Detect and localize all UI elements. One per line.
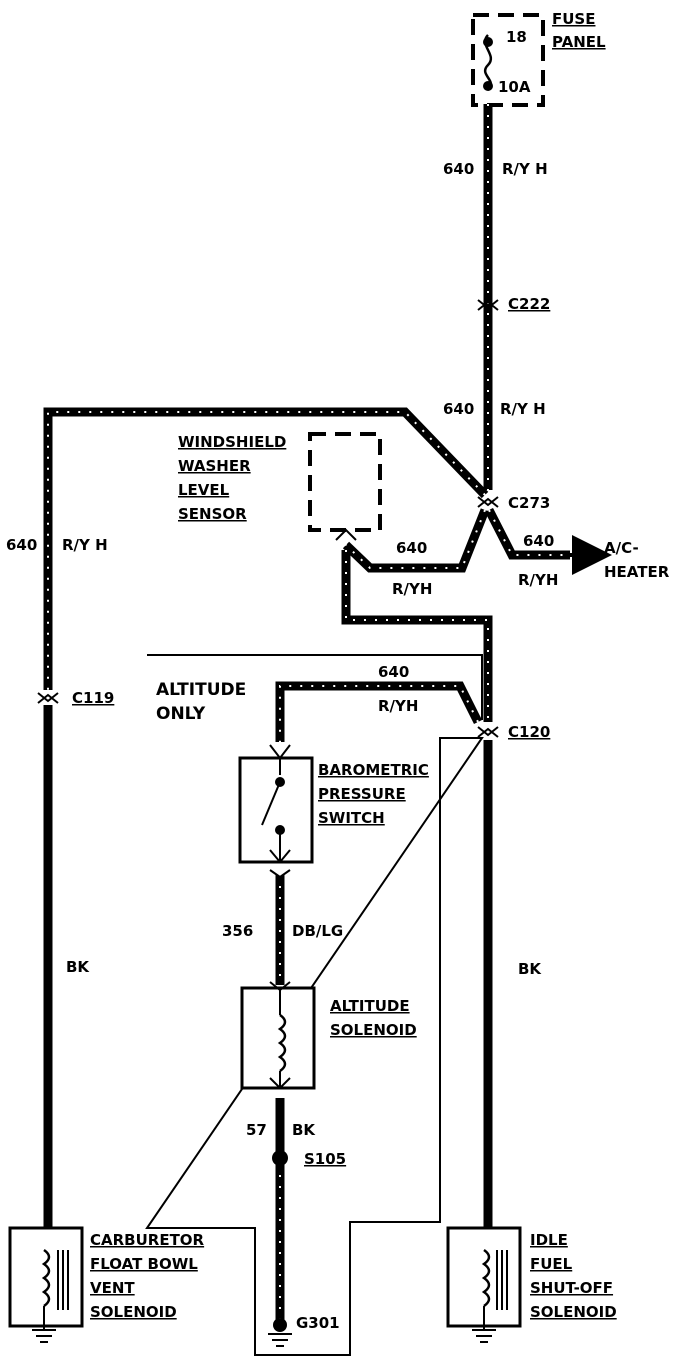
washer-sensor-label: SENSOR	[178, 505, 247, 523]
wire-label-circuit: 640	[523, 532, 554, 550]
splice-label-s105: S105	[304, 1150, 346, 1168]
c273-symbol	[477, 496, 499, 508]
wire-label-circuit: 640	[443, 400, 474, 418]
idle-solenoid-label: SHUT-OFF	[530, 1279, 613, 1297]
barometric-switch	[238, 744, 314, 879]
carb-solenoid-label: FLOAT BOWL	[90, 1255, 198, 1273]
wire-label-color: R/YH	[518, 571, 558, 589]
wire-label-circuit: 640	[6, 536, 37, 554]
washer-sensor-label: WINDSHIELD	[178, 433, 286, 451]
wire-label-circuit: 356	[222, 922, 253, 940]
connector-label-c119: C119	[72, 689, 114, 707]
c120-symbol	[477, 726, 499, 738]
carb-solenoid-label: CARBURETOR	[90, 1231, 205, 1249]
altitude-solenoid-label: ALTITUDE	[330, 997, 410, 1015]
wire-label-color: BK	[292, 1121, 316, 1139]
idle-solenoid	[446, 1226, 522, 1343]
idle-solenoid-coil-icon	[481, 1248, 491, 1308]
wire-label-color: R/Y H	[502, 160, 548, 178]
wire-label-color: R/YH	[392, 580, 432, 598]
fuse-terminal-top	[483, 37, 493, 47]
ground-icon	[472, 1329, 496, 1343]
ac-heater-label: HEATER	[604, 563, 670, 581]
wire-640-baro	[275, 681, 483, 742]
carb-solenoid	[8, 1226, 84, 1343]
washer-sensor-outline	[308, 432, 382, 532]
altitude-solenoid-coil-icon	[277, 1013, 287, 1073]
connector-label-c222: C222	[508, 295, 550, 313]
wire-label-color: BK	[66, 958, 90, 976]
fuse-panel-title-1: FUSE	[552, 10, 595, 28]
s105-splice	[272, 1150, 288, 1166]
barometric-switch-body	[238, 756, 314, 864]
switch-arm	[261, 781, 281, 826]
carb-solenoid-coil-icon	[41, 1248, 51, 1308]
washer-sensor	[308, 432, 382, 541]
c119-symbol	[37, 692, 59, 704]
fuse-terminal-bottom	[483, 81, 493, 91]
connector-label-c120: C120	[508, 723, 550, 741]
altitude-only-label: ONLY	[156, 704, 206, 724]
altitude-only-label: ALTITUDE	[156, 680, 246, 700]
idle-solenoid-label: FUEL	[530, 1255, 573, 1273]
connector-symbols	[37, 299, 499, 1166]
ground-icon	[32, 1329, 56, 1343]
fuse-panel: 18 10A FUSE PANEL	[471, 10, 606, 107]
c222-symbol	[477, 299, 499, 311]
fuse-panel-outline	[471, 13, 545, 107]
ground-icon	[268, 1333, 292, 1347]
idle-solenoid-label: SOLENOID	[530, 1303, 617, 1321]
wire-label-circuit: 640	[396, 539, 427, 557]
wire-harness	[43, 104, 570, 1325]
wire-label-color: BK	[518, 960, 542, 978]
ac-heater-label: A/C-	[604, 539, 639, 557]
washer-sensor-label: LEVEL	[178, 481, 230, 499]
g301-ground	[268, 1318, 292, 1347]
barometric-switch-label: SWITCH	[318, 809, 385, 827]
wire-label-color: R/YH	[378, 697, 418, 715]
fuse-number: 18	[506, 28, 527, 46]
altitude-only-outline	[145, 654, 484, 1356]
fuse-panel-title-2: PANEL	[552, 33, 606, 51]
altitude-solenoid	[240, 981, 316, 1090]
altitude-solenoid-label: SOLENOID	[330, 1021, 417, 1039]
wire-label-color: R/Y H	[62, 536, 108, 554]
carb-solenoid-label: VENT	[90, 1279, 135, 1297]
wire-label-circuit: 57	[246, 1121, 267, 1139]
carb-solenoid-label: SOLENOID	[90, 1303, 177, 1321]
wire-label-circuit: 640	[378, 663, 409, 681]
wire-640-washer	[342, 508, 490, 573]
wire-label-circuit: 640	[443, 160, 474, 178]
barometric-switch-label: BAROMETRIC	[318, 761, 429, 779]
barometric-switch-label: PRESSURE	[318, 785, 406, 803]
wire-640-left-loop	[43, 407, 489, 690]
fuse-rating: 10A	[498, 78, 531, 96]
altitude-solenoid-body	[240, 986, 316, 1090]
wire-label-color: DB/LG	[292, 922, 343, 940]
idle-solenoid-label: IDLE	[530, 1231, 568, 1249]
washer-sensor-label: WASHER	[178, 457, 251, 475]
ground-label-g301: G301	[296, 1314, 340, 1332]
connector-label-c273: C273	[508, 494, 550, 512]
wire-label-color: R/Y H	[500, 400, 546, 418]
